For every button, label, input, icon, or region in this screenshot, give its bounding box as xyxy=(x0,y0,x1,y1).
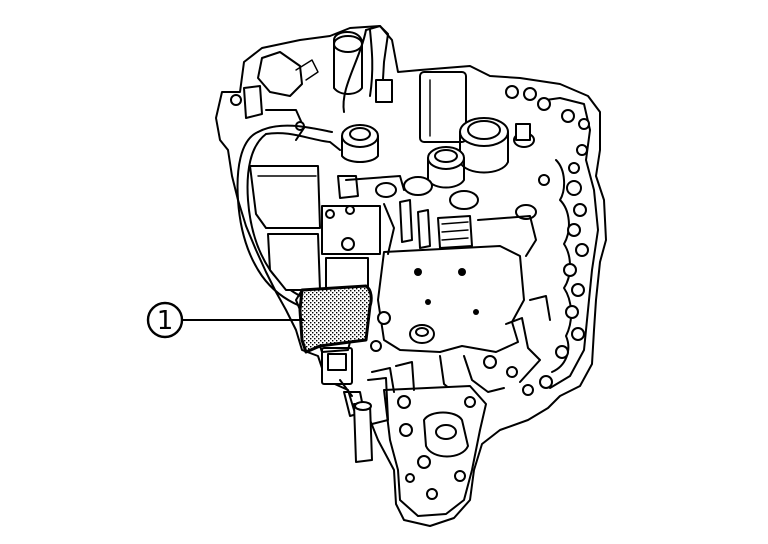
right-port-column xyxy=(505,85,599,396)
callout-1-number: 1 xyxy=(157,306,174,336)
solenoid-hatched-body xyxy=(298,284,373,354)
lower-left-connectors xyxy=(321,311,391,463)
callout-1: 1 xyxy=(146,301,304,339)
left-body-blocks xyxy=(249,165,381,291)
callout-1-circle xyxy=(146,301,184,339)
cylinder-bosses xyxy=(341,117,537,220)
bottom-plate xyxy=(371,361,487,517)
central-plate xyxy=(337,175,537,353)
solenoid-component xyxy=(295,284,373,354)
